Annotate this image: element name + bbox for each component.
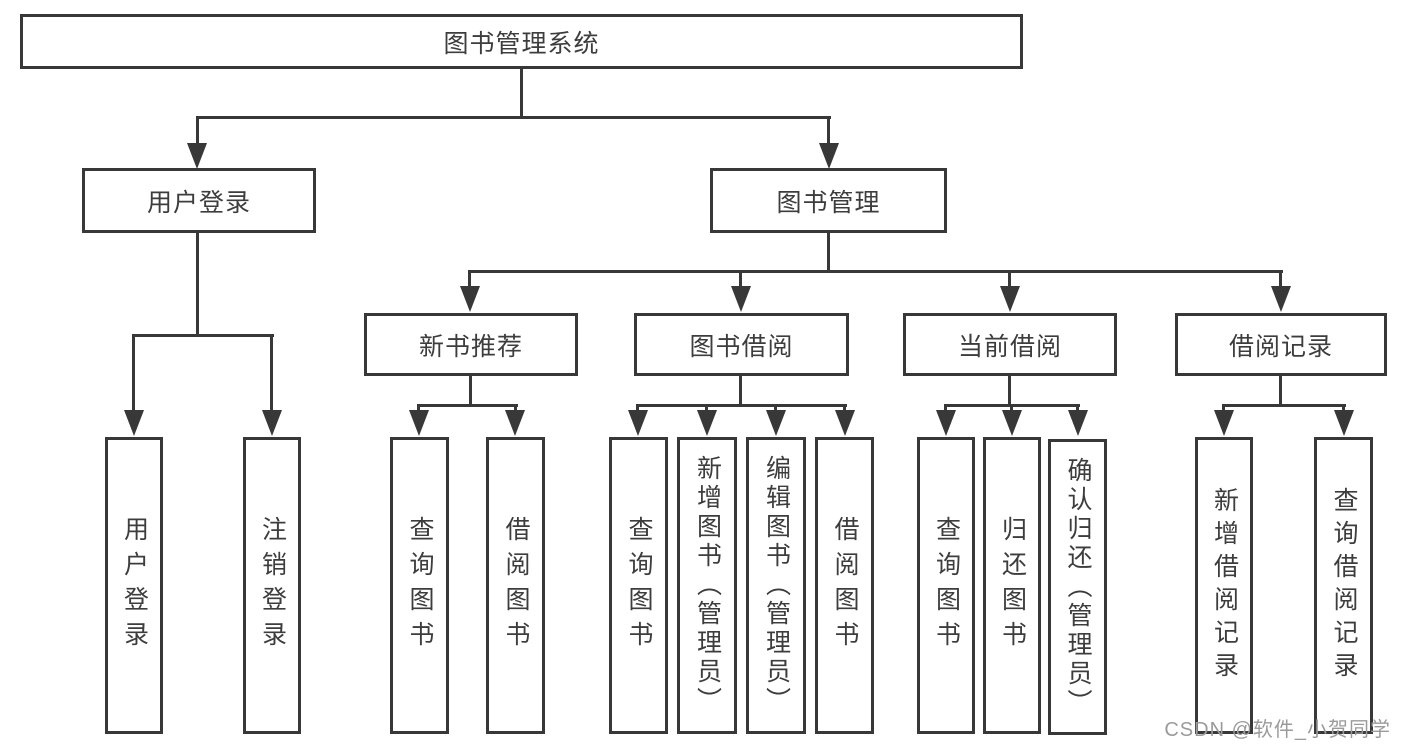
arrow-down-icon [124, 410, 144, 436]
connector-line [1222, 404, 1225, 414]
arrow-down-icon [936, 410, 956, 436]
connector-line [705, 404, 708, 414]
connector-line [469, 375, 472, 406]
connector-line [1008, 375, 1011, 406]
arrow-down-icon [835, 410, 855, 436]
connector-line [270, 334, 273, 412]
connector-line [739, 270, 742, 288]
node-borrowing-records-label: 借阅记录 [1228, 332, 1333, 361]
arrow-down-icon [1002, 410, 1022, 436]
node-book-management: 图书管理 [710, 168, 947, 233]
connector-line [739, 375, 742, 406]
connector-line [132, 334, 135, 412]
connector-line [520, 69, 523, 117]
connector-line [1008, 270, 1011, 288]
connector-line [1010, 404, 1013, 414]
leaf-add-books-admin: 新增图书（管理员） [677, 437, 737, 734]
connector-line [827, 116, 830, 145]
connector-line [774, 404, 777, 414]
leaf-borrow-books: 借阅图书 [815, 437, 874, 734]
arrow-down-icon [1334, 410, 1354, 436]
leaf-user-login-label: 用户登录 [120, 515, 149, 656]
leaf-confirm-return-admin: 确认归还（管理员） [1048, 439, 1107, 735]
node-borrowing-records: 借阅记录 [1175, 313, 1387, 376]
arrow-down-icon [262, 410, 282, 436]
connector-line [132, 334, 274, 337]
arrow-down-icon [1068, 410, 1088, 436]
connector-line [1342, 404, 1345, 414]
arrow-down-icon [505, 410, 525, 436]
leaf-add-books-admin-label: 新增图书（管理员） [693, 455, 722, 716]
leaf-return-books-label: 归还图书 [998, 515, 1027, 656]
connector-line [1076, 404, 1079, 414]
connector-line [417, 404, 518, 407]
arrow-down-icon [1271, 286, 1291, 312]
arrow-down-icon [731, 286, 751, 312]
connector-line [196, 116, 831, 119]
node-current-borrowing-label: 当前借阅 [957, 332, 1062, 361]
leaf-query-borrow-record-label: 查询借阅记录 [1330, 486, 1358, 685]
connector-line [1222, 404, 1346, 407]
connector-line [468, 270, 1283, 273]
leaf-borrow-query-books: 查询图书 [609, 437, 668, 734]
connector-line [468, 270, 471, 288]
connector-line [843, 404, 846, 414]
leaf-newbook-query-books-label: 查询图书 [406, 515, 434, 656]
leaf-logout-label: 注销登录 [258, 515, 287, 656]
node-root-library-system: 图书管理系统 [20, 14, 1023, 69]
leaf-current-query-books: 查询图书 [917, 437, 975, 734]
leaf-newbook-query-books: 查询图书 [390, 437, 449, 734]
leaf-confirm-return-admin-label: 确认归还（管理员） [1064, 456, 1092, 718]
connector-line [417, 404, 420, 414]
arrow-down-icon [628, 410, 648, 436]
leaf-query-borrow-record: 查询借阅记录 [1314, 437, 1373, 734]
node-user-login-label: 用户登录 [146, 188, 251, 217]
connector-line [514, 404, 517, 414]
connector-line [636, 404, 639, 414]
connector-line [196, 116, 199, 145]
connector-line [636, 404, 847, 407]
node-current-borrowing: 当前借阅 [903, 313, 1117, 376]
leaf-edit-books-admin-label: 编辑图书（管理员） [762, 455, 791, 716]
connector-line [944, 404, 947, 414]
connector-line [196, 233, 199, 336]
arrow-down-icon [819, 143, 839, 169]
leaf-newbook-borrow-books-label: 借阅图书 [502, 515, 530, 656]
connector-line [827, 233, 830, 273]
leaf-add-borrow-record: 新增借阅记录 [1195, 437, 1253, 734]
leaf-return-books: 归还图书 [983, 437, 1041, 734]
node-root-label: 图书管理系统 [443, 29, 600, 58]
connector-line [1279, 270, 1282, 288]
node-book-borrowing: 图书借阅 [634, 313, 849, 376]
csdn-watermark: CSDN @软件_小贺同学 [1164, 719, 1391, 741]
arrow-down-icon [1214, 410, 1234, 436]
leaf-borrow-books-label: 借阅图书 [831, 515, 859, 656]
node-user-login: 用户登录 [82, 168, 316, 233]
leaf-user-login: 用户登录 [105, 437, 163, 734]
arrow-down-icon [187, 143, 207, 169]
leaf-borrow-query-books-label: 查询图书 [625, 515, 653, 656]
leaf-add-borrow-record-label: 新增借阅记录 [1210, 486, 1239, 685]
connector-line [1279, 375, 1282, 406]
arrow-down-icon [1000, 286, 1020, 312]
arrow-down-icon [766, 410, 786, 436]
node-new-book-recommend: 新书推荐 [364, 313, 578, 376]
arrow-down-icon [409, 410, 429, 436]
node-new-book-recommend-label: 新书推荐 [418, 332, 523, 361]
arrow-down-icon [460, 286, 480, 312]
node-book-borrowing-label: 图书借阅 [689, 332, 794, 361]
node-book-management-label: 图书管理 [776, 188, 881, 217]
leaf-logout: 注销登录 [243, 437, 301, 734]
leaf-edit-books-admin: 编辑图书（管理员） [746, 437, 806, 734]
leaf-current-query-books-label: 查询图书 [932, 515, 961, 656]
arrow-down-icon [697, 410, 717, 436]
leaf-newbook-borrow-books: 借阅图书 [486, 437, 545, 734]
